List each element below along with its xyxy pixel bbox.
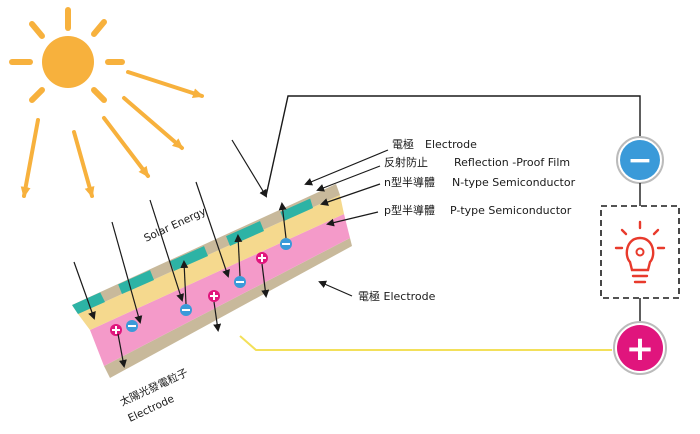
sun-short-rays — [9, 7, 125, 103]
electron-2 — [234, 276, 246, 288]
ptype-label-en: P-type Semiconductor — [450, 204, 572, 217]
electron-3 — [280, 238, 292, 250]
hole-3 — [256, 252, 268, 264]
reflection-label-en: Reflection -Proof Film — [454, 156, 570, 169]
electron-4 — [126, 320, 138, 332]
sun-long-rays — [20, 70, 204, 198]
p-type-layer — [90, 214, 350, 366]
sun-icon — [9, 7, 204, 198]
light-bulb-icon — [600, 205, 680, 299]
negative-wire — [265, 95, 641, 197]
positive-symbol: + — [626, 329, 655, 369]
solar-energy-label: Solar Energy — [142, 206, 208, 245]
reflection-label-cn: 反射防止 — [384, 155, 428, 169]
hole-1 — [110, 324, 122, 336]
positive-wire — [239, 335, 612, 351]
electrode-bottom-label: 電極 Electrode — [358, 289, 436, 303]
positive-terminal: + — [613, 321, 667, 375]
electron-1 — [180, 304, 192, 316]
bottom-electrode-layer — [104, 238, 352, 378]
hole-carriers — [110, 252, 268, 336]
ptype-label-cn: p型半導體 — [384, 203, 435, 217]
n-type-layer — [78, 195, 344, 330]
ntype-label-en: N-type Semiconductor — [452, 176, 576, 189]
light-arrows — [73, 139, 287, 368]
solar-panel — [72, 139, 352, 378]
hole-2 — [208, 290, 220, 302]
label-leaders — [304, 149, 389, 297]
negative-symbol: − — [627, 143, 652, 178]
negative-terminal: − — [616, 136, 664, 184]
ntype-label-cn: n型半導體 — [384, 175, 435, 189]
electrode-top-label: 電極 Electrode — [392, 137, 477, 151]
sun-disc — [42, 36, 94, 88]
